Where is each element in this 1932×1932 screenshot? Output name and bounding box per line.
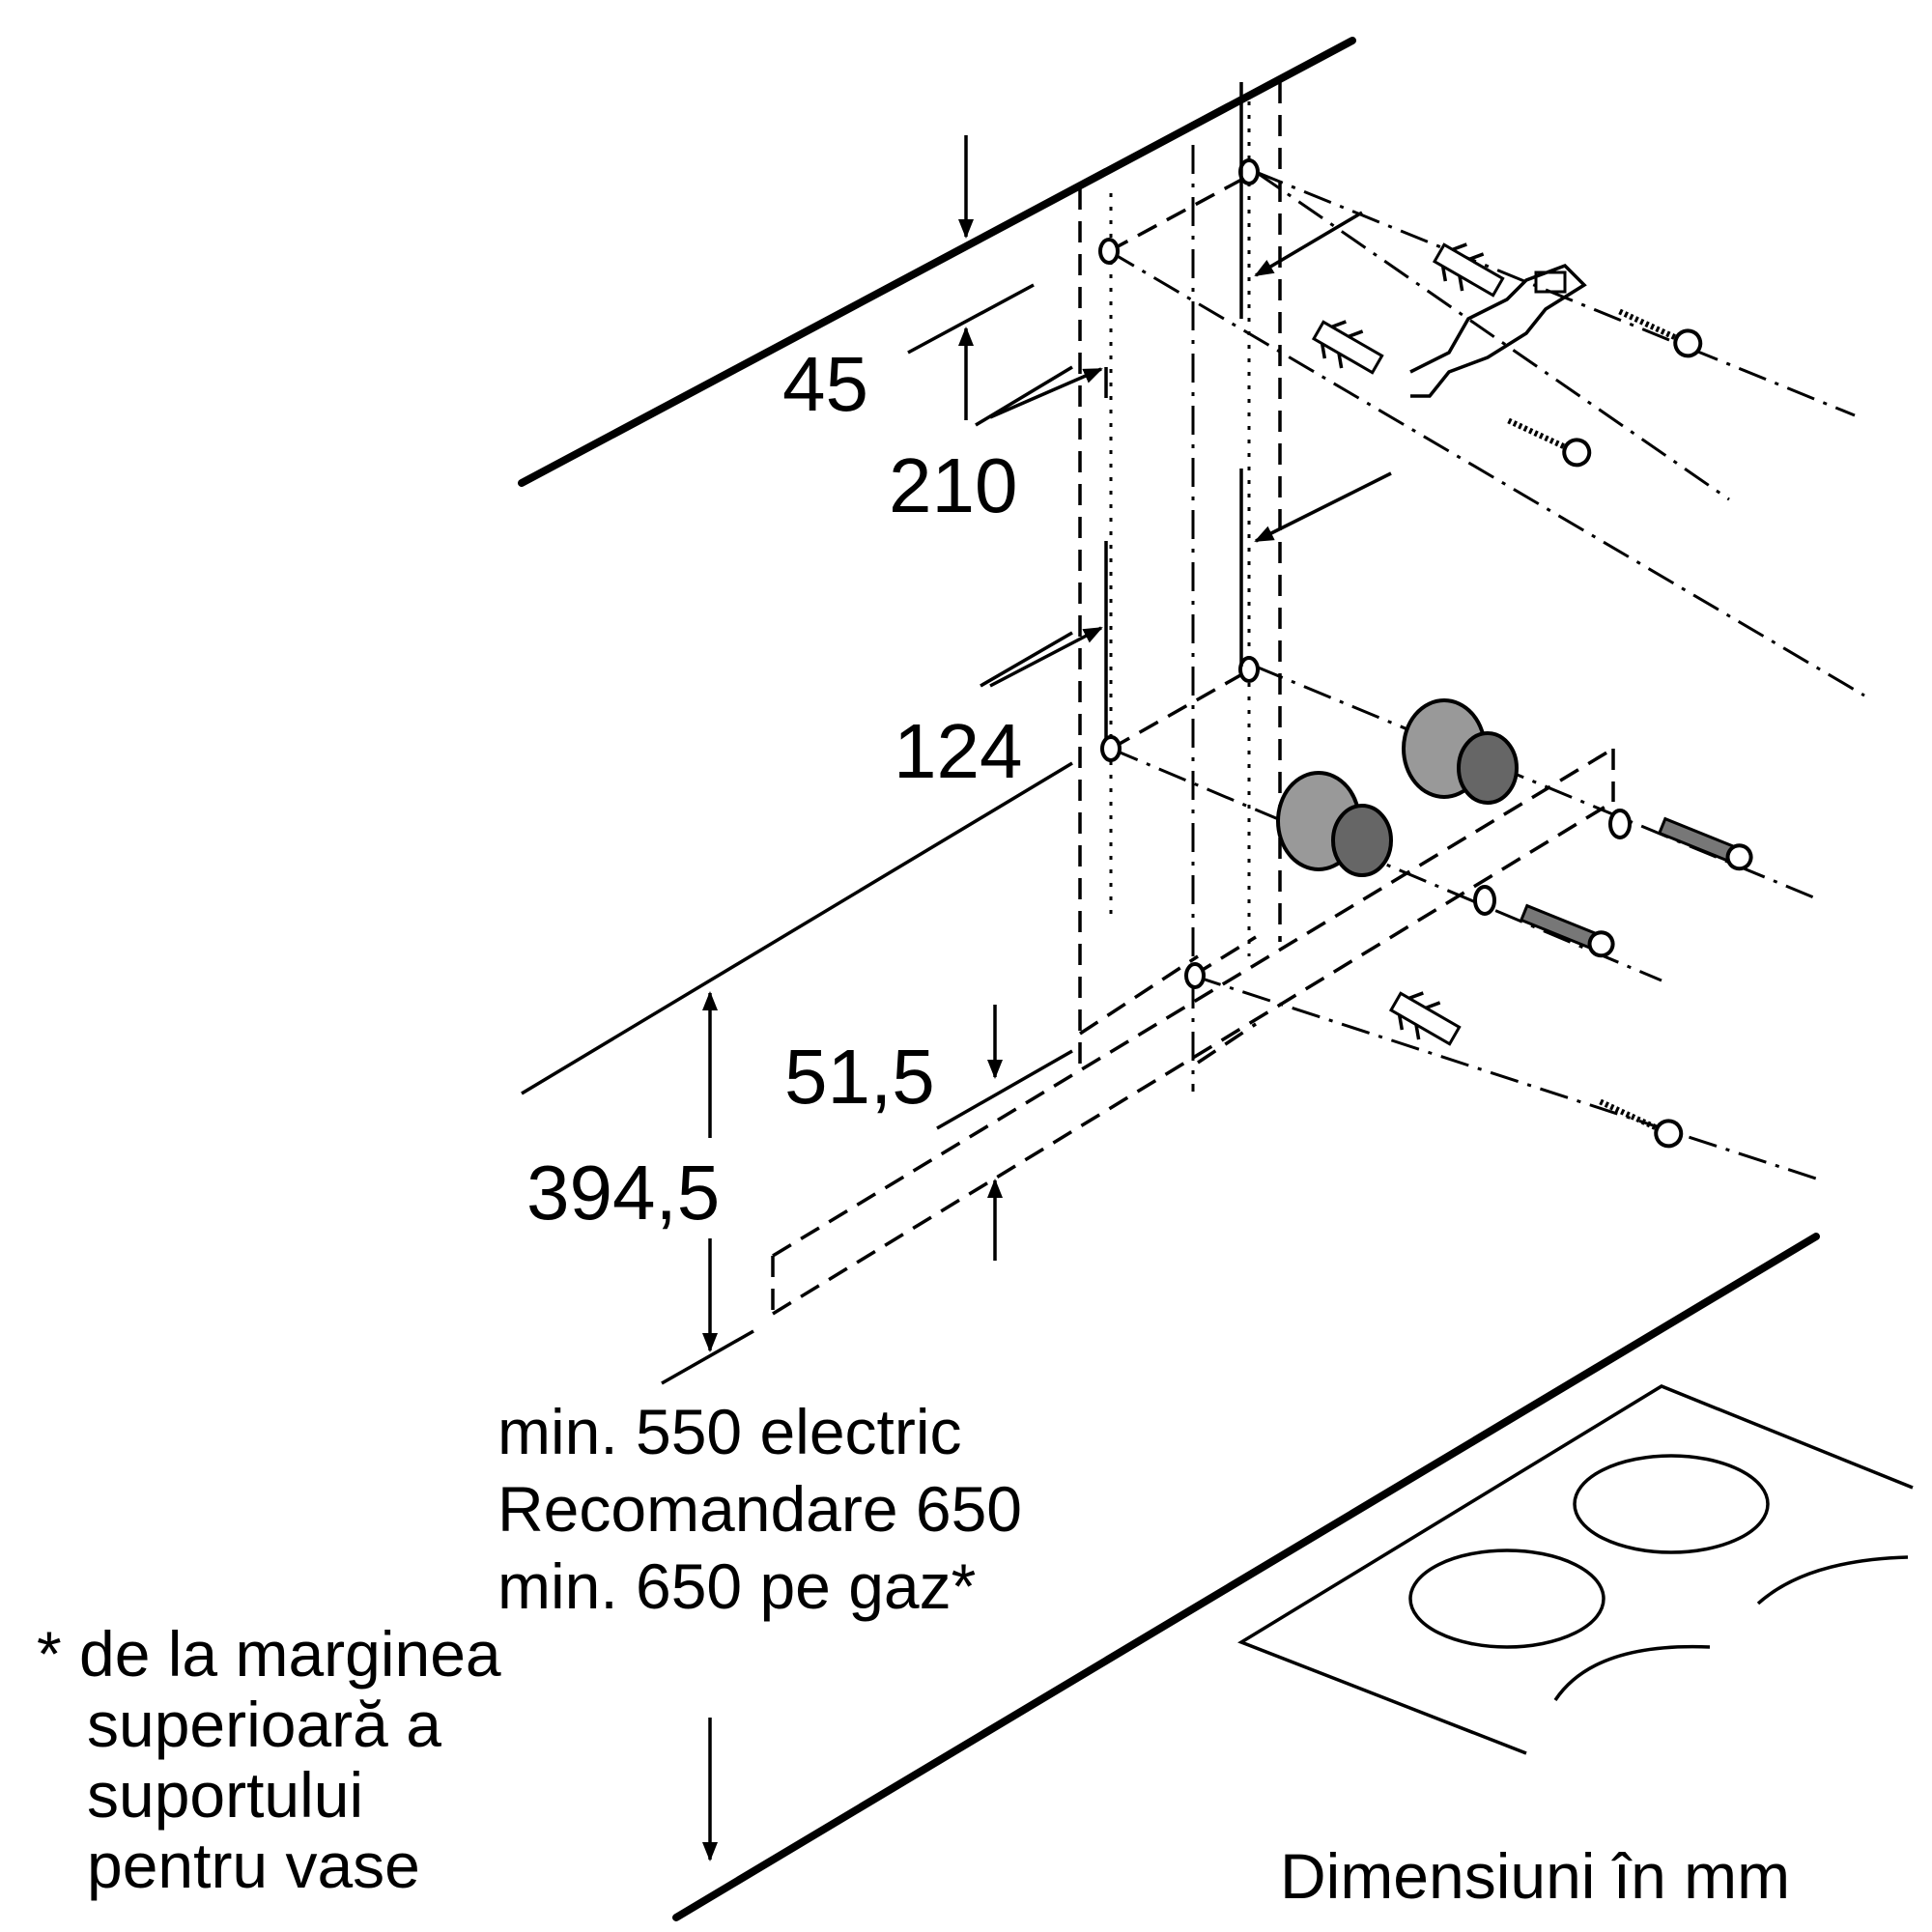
wall-bracket bbox=[1409, 263, 1587, 398]
burner-ring bbox=[1573, 1454, 1770, 1554]
arrow-icon bbox=[1254, 211, 1363, 277]
wall-plug-icon bbox=[1432, 242, 1505, 298]
upper-mounting-lines bbox=[1108, 170, 1865, 697]
hood-bottom-line bbox=[521, 761, 1073, 1095]
arrow-icon bbox=[1254, 471, 1392, 543]
burner-ring bbox=[1553, 1644, 1711, 1701]
washer-icon bbox=[1473, 885, 1496, 916]
screw-icon bbox=[1507, 417, 1592, 468]
footnote-line-2: superioară a bbox=[87, 1689, 441, 1760]
dimension-51-5: 51,5 bbox=[784, 1034, 935, 1120]
dimension-210: 210 bbox=[889, 442, 1017, 528]
worktop-edge-line bbox=[672, 1233, 1820, 1921]
burner-ring bbox=[1408, 1548, 1605, 1649]
arrow-icon bbox=[989, 626, 1103, 688]
screws bbox=[1473, 308, 1753, 1149]
bolt-icon bbox=[1519, 903, 1615, 958]
screw-icon bbox=[1599, 1098, 1684, 1149]
support-knobs bbox=[1276, 698, 1519, 877]
support-knob-icon bbox=[1276, 771, 1393, 877]
clearance-electric: min. 550 electric bbox=[497, 1396, 962, 1467]
mounting-hole bbox=[1184, 962, 1206, 989]
mounting-hole bbox=[1100, 735, 1122, 762]
cooktop bbox=[1237, 1384, 1914, 1755]
burner-ring bbox=[1756, 1555, 1909, 1605]
wall-plug-icon bbox=[1388, 991, 1462, 1046]
ceiling-line bbox=[518, 37, 1356, 487]
washer-icon bbox=[1608, 809, 1632, 839]
dimension-arrows bbox=[702, 135, 1392, 1861]
clearance-recommendation: Recomandare 650 bbox=[497, 1473, 1022, 1545]
dimension-124: 124 bbox=[894, 708, 1022, 794]
dimension-lines bbox=[661, 82, 1243, 1385]
footnote-line-3: suportului bbox=[87, 1759, 363, 1831]
dimension-394-5: 394,5 bbox=[526, 1150, 720, 1236]
footnote-line-4: pentru vase bbox=[87, 1830, 420, 1901]
arrow-icon bbox=[989, 367, 1103, 419]
support-knob-icon bbox=[1402, 698, 1519, 805]
units-note: Dimensiuni în mm bbox=[1280, 1840, 1790, 1912]
dimension-45: 45 bbox=[782, 341, 868, 427]
bolt-icon bbox=[1657, 816, 1753, 871]
wall-plugs bbox=[1311, 242, 1505, 1046]
hood-outline bbox=[771, 747, 1615, 1316]
wall-plug-icon bbox=[1311, 320, 1384, 375]
clearance-gas: min. 650 pe gaz* bbox=[497, 1550, 976, 1622]
mounting-hole bbox=[1098, 238, 1120, 265]
mounting-guide-lines bbox=[1078, 82, 1282, 1092]
hole-markers bbox=[1098, 158, 1260, 989]
screw-icon bbox=[1618, 308, 1703, 358]
footnote-line-1: * de la marginea bbox=[37, 1618, 501, 1690]
mounting-hole bbox=[1238, 656, 1260, 683]
